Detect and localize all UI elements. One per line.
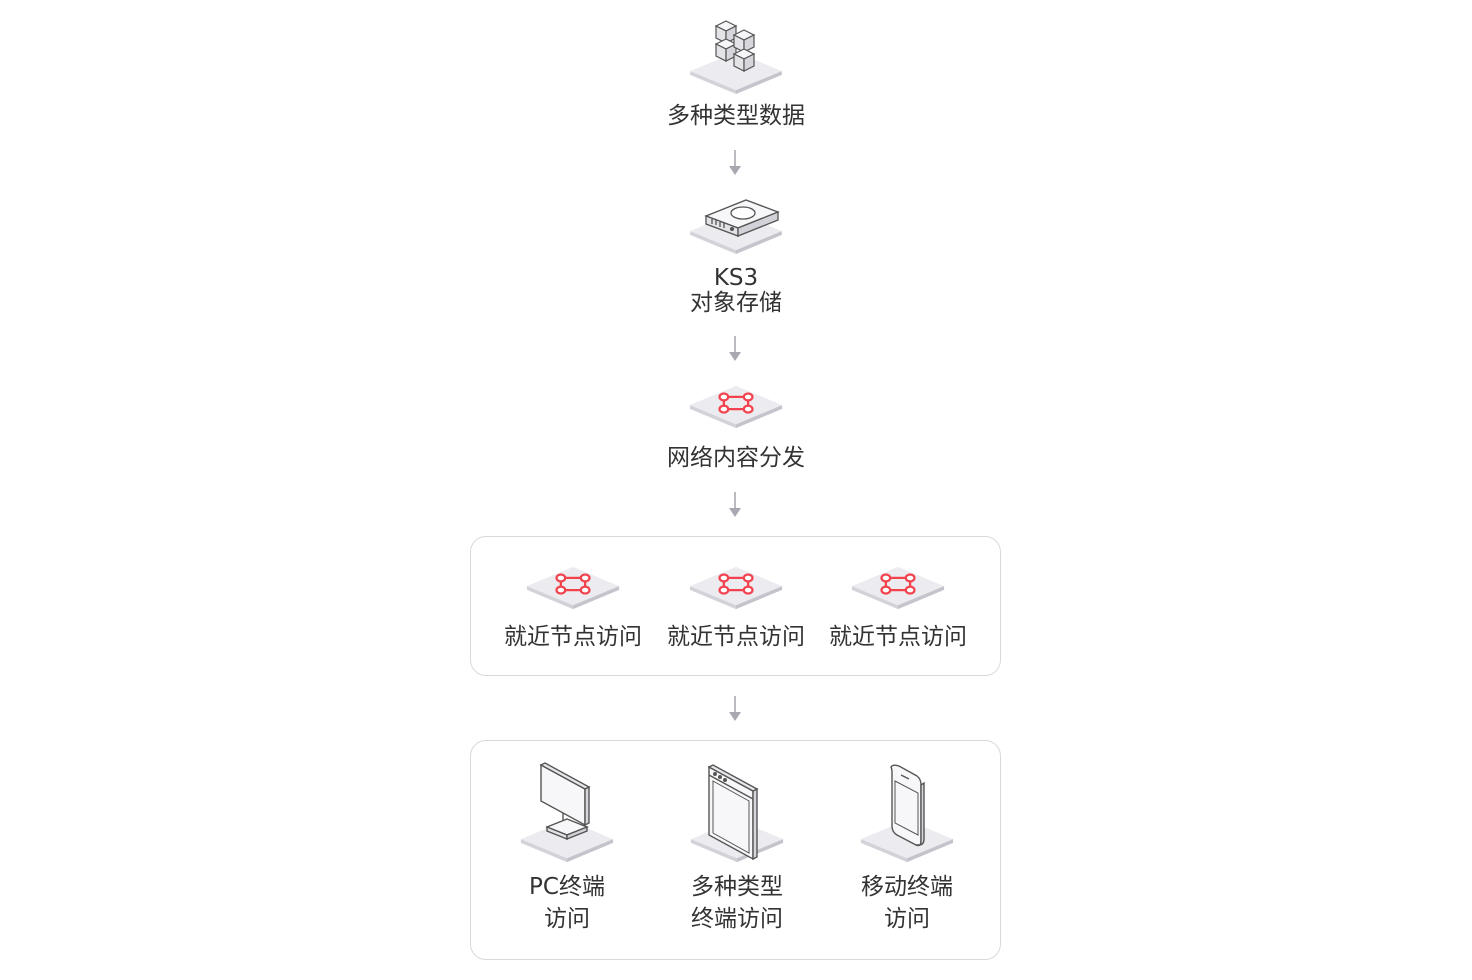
- terminal-label-line2: 访问: [884, 906, 930, 932]
- cdn-network-icon: [851, 566, 945, 610]
- edge-node-label: 就近节点访问: [504, 624, 642, 650]
- mobile-phone-icon: [860, 764, 954, 863]
- edge-node: 就近节点访问: [491, 557, 655, 650]
- terminal-multi: 多种类型 终端访问: [667, 761, 807, 935]
- flow-arrow-icon: [728, 696, 742, 722]
- edge-node-label: 就近节点访问: [829, 624, 967, 650]
- terminals-panel: PC终端 访问 多种类型 终端访问: [470, 740, 1001, 960]
- terminal-label-line2: 访问: [544, 906, 590, 932]
- edge-node-label: 就近节点访问: [667, 624, 805, 650]
- terminal-pc: PC终端 访问: [497, 761, 637, 935]
- flow-arrow-icon: [728, 492, 742, 518]
- flow-arrow-icon: [728, 336, 742, 362]
- terminal-label-line2: 终端访问: [691, 906, 783, 932]
- node-label: 多种类型数据: [667, 103, 805, 129]
- node-cdn: 网络内容分发: [660, 376, 812, 471]
- flow-arrow-icon: [728, 150, 742, 176]
- device-panel-icon: [690, 764, 784, 863]
- cdn-network-icon: [689, 385, 783, 429]
- terminal-label-line1: 移动终端: [861, 874, 953, 900]
- edge-nodes-panel: 就近节点访问 就近节点访问 就近节点访问: [470, 536, 1001, 676]
- terminal-label-line1: PC终端: [529, 874, 605, 900]
- storage-device-icon: [690, 199, 782, 254]
- edge-node: 就近节点访问: [654, 557, 818, 650]
- node-object-storage: KS3 对象存储: [660, 188, 812, 316]
- terminal-label-line1: 多种类型: [691, 874, 783, 900]
- cubes-icon: [690, 20, 782, 94]
- edge-node: 就近节点访问: [816, 557, 980, 650]
- node-label-line1: KS3: [713, 265, 759, 291]
- terminal-mobile: 移动终端 访问: [837, 761, 977, 935]
- cdn-network-icon: [526, 566, 620, 610]
- node-data-sources: 多种类型数据: [660, 14, 812, 129]
- node-label-line2: 对象存储: [690, 290, 782, 316]
- cdn-network-icon: [689, 566, 783, 610]
- pc-monitor-icon: [520, 762, 614, 863]
- node-label: 网络内容分发: [667, 445, 805, 471]
